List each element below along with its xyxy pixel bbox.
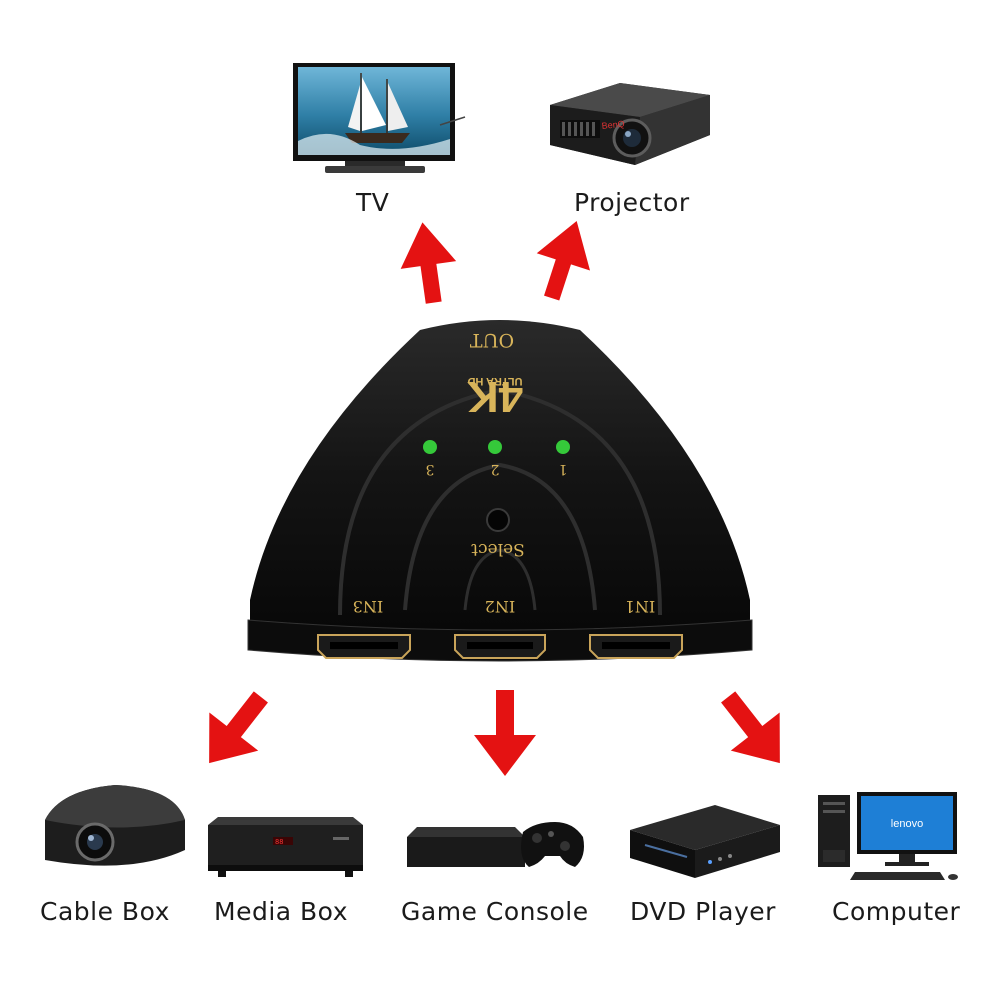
- led-3: [423, 440, 437, 454]
- led-1-label: 1: [559, 461, 568, 477]
- monitor-brand: lenovo: [891, 818, 923, 830]
- projector-icon: BenQ: [550, 83, 710, 165]
- hdmi-switch: OUT 4K ULTRA HD 3 2 1 Select IN3 IN2 IN1: [247, 320, 753, 662]
- cable-box-icon: [45, 785, 185, 866]
- tv-icon: [293, 63, 466, 173]
- out-label: OUT: [470, 329, 515, 351]
- media-box-icon: 88: [208, 817, 363, 877]
- dvd-player-icon: [630, 805, 780, 878]
- media-box-label: Media Box: [214, 897, 349, 926]
- projector-brand: BenQ: [601, 119, 625, 131]
- computer-label: Computer: [832, 897, 961, 926]
- hdmi-port-in3[interactable]: [317, 634, 411, 659]
- select-button[interactable]: [486, 508, 510, 532]
- game-console-icon: [407, 822, 584, 867]
- in1-label: IN1: [625, 597, 656, 616]
- led-2: [488, 440, 502, 454]
- projector-label: Projector: [574, 188, 690, 217]
- hdmi-port-in1[interactable]: [589, 634, 683, 659]
- game-console-label: Game Console: [401, 897, 589, 926]
- computer-icon: lenovo: [818, 792, 958, 880]
- tv-label: TV: [356, 188, 390, 217]
- led-2-label: 2: [491, 461, 500, 477]
- hdmi-port-in2[interactable]: [454, 634, 546, 659]
- led-3-label: 3: [426, 461, 435, 477]
- select-label: Select: [471, 539, 525, 559]
- in3-label: IN3: [353, 597, 384, 616]
- controller-icon: [521, 822, 584, 867]
- badge-4k: 4K: [467, 372, 523, 421]
- led-1: [556, 440, 570, 454]
- cable-box-label: Cable Box: [40, 897, 170, 926]
- in2-label: IN2: [485, 597, 516, 616]
- dvd-player-label: DVD Player: [630, 897, 776, 926]
- badge-ultra-hd: ULTRA HD: [467, 375, 522, 387]
- svg-text:88: 88: [275, 838, 283, 846]
